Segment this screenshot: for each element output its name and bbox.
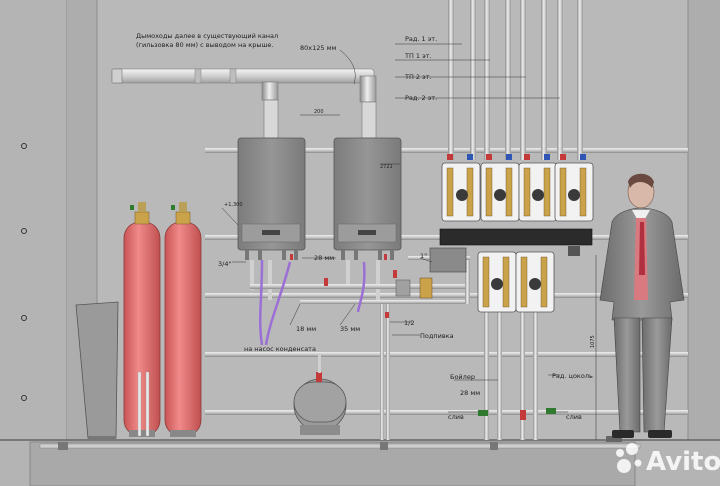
label-feed: Подпивка: [420, 332, 454, 340]
avito-logo-icon: [616, 443, 642, 473]
label-riser-tp2: ТП 2 эт.: [404, 73, 432, 81]
gas-cylinder-right: [164, 202, 202, 437]
pump-groups-lower: [477, 251, 555, 313]
floor-fittings: [58, 436, 622, 450]
expansion-vessel: [293, 355, 347, 435]
gas-cylinder-left: [123, 202, 161, 437]
hydraulic-separator: [395, 247, 467, 299]
label-dim-200: 200: [314, 109, 324, 115]
label-level: +1,300: [224, 202, 243, 208]
collector-drain: [568, 246, 580, 256]
drain-valves: [478, 408, 556, 420]
riser-pipes: [448, 0, 583, 440]
label-drain-left: слив: [448, 413, 464, 421]
floor-slab: [29, 441, 636, 486]
valves-red: [290, 254, 397, 318]
label-riser-rad2: Рад. 2 эт.: [405, 94, 437, 102]
label-rad-basement: Рад. цоколь: [552, 372, 593, 380]
label-riser-rad1: Рад. 1 эт.: [405, 35, 437, 43]
pump-groups-upper: [441, 154, 594, 222]
column-right: [688, 0, 720, 440]
leader-lines: [221, 43, 597, 440]
label-flue-size: 80х125 мм: [300, 44, 336, 52]
boiler-right: [333, 137, 402, 260]
label-pipe-28: 28 мм: [314, 254, 334, 262]
wall-anchors: [21, 143, 27, 401]
distribution-collector: [439, 228, 593, 246]
label-drain-right: слив: [566, 413, 582, 421]
condensate-hoses: [258, 259, 366, 346]
label-pipe-18: 18 мм: [296, 325, 316, 333]
label-boiler: Бойлер: [450, 373, 475, 381]
label-pipe-35: 35 мм: [340, 325, 360, 333]
label-pipe-12: 1/2: [404, 319, 414, 327]
label-height: 1075: [590, 335, 596, 348]
cylinder-gas-line: [137, 371, 150, 437]
watermark: Avito: [616, 443, 720, 477]
label-pipe-34: 3/4": [218, 260, 231, 268]
floor-pipe: [39, 443, 641, 449]
boiler-left: [237, 137, 306, 260]
label-condensate: на насос конденсата: [244, 345, 316, 353]
label-boiler-28: 28 мм: [460, 389, 480, 397]
label-pipe-1: 1": [420, 252, 427, 260]
scale-figure: [599, 173, 685, 438]
watermark-text: Avito: [646, 447, 720, 477]
note-flue-line1: Дымоходы далее в существующий канал: [136, 32, 278, 40]
condensate-unit: [75, 301, 119, 440]
label-riser-tp1: ТП 1 эт.: [404, 52, 432, 60]
note-flue-line2: (гильзовка 80 мм) с выводом на крыше.: [136, 41, 274, 49]
label-dim-2721: 2721: [380, 164, 393, 170]
flue-pipes: [111, 68, 377, 139]
wall-left-section: [0, 0, 67, 440]
